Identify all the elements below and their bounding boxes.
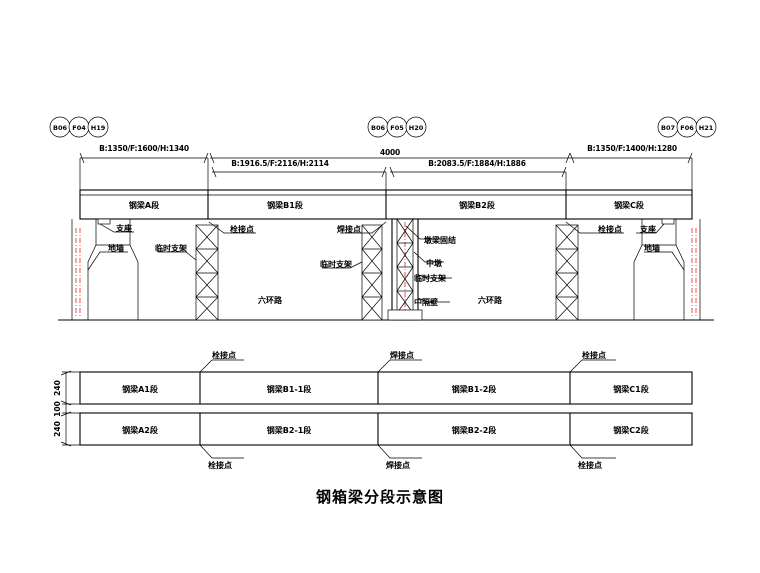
annotation-road-right-label: 六环路 bbox=[478, 295, 503, 305]
annotation-bolt-joint-right-label: 栓接点 bbox=[598, 224, 622, 234]
balloon-center-1: B06 bbox=[371, 124, 385, 132]
dimension-right-mid-span: B:2083.5/F:1884/H:1886 bbox=[389, 159, 567, 190]
annotation-temp-support-left: 临时支架 bbox=[155, 243, 197, 261]
plan-row-2: 钢梁A2段 钢梁B2-1段 钢梁B2-2段 钢梁C2段 bbox=[79, 412, 693, 446]
annotation-temp-support-mid-label: 临时支架 bbox=[320, 259, 352, 269]
annotation-road-left-label: 六环路 bbox=[258, 295, 283, 305]
plan-top-annotation-weld-mid: 焊接点 bbox=[377, 350, 422, 373]
balloon-group-right: B07 F06 H21 bbox=[657, 116, 717, 138]
balloon-right-1: B07 bbox=[661, 124, 675, 132]
annotation-center-diaphragm-label: 中隔壁 bbox=[414, 297, 438, 307]
balloon-center-3: H20 bbox=[409, 124, 424, 132]
annotation-center-diaphragm: 中隔壁 bbox=[414, 297, 450, 307]
drawing-title: 钢箱梁分段示意图 bbox=[316, 488, 444, 506]
annotation-bearing-left-label: 支座 bbox=[115, 223, 132, 233]
temp-support-tower-left bbox=[195, 224, 219, 321]
annotation-wall-right-label: 地墙 bbox=[644, 243, 660, 253]
dimension-right-span-label: B:1350/F:1400/H:1280 bbox=[587, 144, 677, 153]
dimension-center-span-label: 4000 bbox=[380, 148, 400, 157]
balloon-center-2: F05 bbox=[390, 124, 404, 132]
plan-row2-label-b2-2: 钢梁B2-2段 bbox=[452, 425, 497, 435]
plan-bottom-annotation-bolt-left: 栓接点 bbox=[199, 444, 244, 470]
plan-bottom-weld-mid-label: 焊接点 bbox=[386, 460, 410, 470]
left-abutment bbox=[71, 219, 139, 320]
elevation-segment-label-a: 钢梁A段 bbox=[129, 200, 159, 210]
plan-bottom-bolt-left-label: 栓接点 bbox=[208, 460, 232, 470]
annotation-center-pier-label: 中墩 bbox=[426, 258, 443, 268]
annotation-weld-joint-label: 焊接点 bbox=[337, 224, 361, 234]
plan-row1-label-b1-1: 钢梁B1-1段 bbox=[267, 384, 312, 394]
plan-top-annotation-bolt-left: 栓接点 bbox=[199, 350, 244, 373]
right-abutment bbox=[633, 219, 701, 320]
plan-bottom-annotation-weld-mid: 焊接点 bbox=[377, 444, 422, 470]
elevation-girder: 钢梁A段 钢梁B1段 钢梁B2段 钢梁C段 bbox=[79, 189, 693, 220]
annotation-bearing-left: 支座 bbox=[99, 223, 134, 233]
plan-top-bolt-right-label: 栓接点 bbox=[582, 350, 606, 360]
plan-row2-label-c2: 钢梁C2段 bbox=[613, 425, 648, 435]
elevation-segment-label-c: 钢梁C段 bbox=[614, 200, 644, 210]
plan-row1-label-b1-2: 钢梁B1-2段 bbox=[452, 384, 497, 394]
bearing-marks bbox=[97, 218, 675, 225]
dimension-right-span: B:1350/F:1400/H:1280 bbox=[569, 144, 693, 190]
balloon-left-2: F04 bbox=[72, 124, 86, 132]
annotation-bolt-joint-left-label: 栓接点 bbox=[230, 224, 254, 234]
annotation-bearing-right: 支座 bbox=[636, 223, 665, 234]
elevation-segment-label-b2: 钢梁B2段 bbox=[459, 200, 495, 210]
dimension-left-mid-span: B:1916.5/F:2116/H:2114 bbox=[211, 159, 387, 190]
plan-top-bolt-left-label: 栓接点 bbox=[212, 350, 236, 360]
annotation-temp-support-left-label: 临时支架 bbox=[155, 243, 187, 253]
temp-support-tower-right bbox=[555, 224, 579, 321]
plan-row1-label-a1: 钢梁A1段 bbox=[122, 384, 158, 394]
balloon-right-2: F06 bbox=[680, 124, 694, 132]
elevation-segment-label-b1: 钢梁B1段 bbox=[267, 200, 303, 210]
plan-vertical-dimensions: 240 100 240 bbox=[53, 370, 80, 447]
plan-top-annotation-bolt-right: 栓接点 bbox=[569, 350, 616, 373]
dimension-right-mid-span-label: B:2083.5/F:1884/H:1886 bbox=[428, 159, 525, 168]
balloon-left-1: B06 bbox=[53, 124, 67, 132]
dimension-left-span-label: B:1350/F:1600/H:1340 bbox=[99, 144, 189, 153]
center-pier bbox=[387, 218, 423, 321]
annotation-center-pier: 中墩 bbox=[413, 251, 444, 268]
plan-bottom-annotation-bolt-right: 栓接点 bbox=[569, 444, 616, 470]
dimension-left-span: B:1350/F:1600/H:1340 bbox=[79, 144, 209, 190]
plan-vdim-row2: 240 bbox=[53, 421, 62, 437]
annotation-bearing-right-label: 支座 bbox=[639, 224, 656, 234]
dimension-center-span: 4000 bbox=[209, 148, 571, 164]
annotation-temp-support-center-label: 临时支架 bbox=[414, 273, 446, 283]
plan-row2-label-a2: 钢梁A2段 bbox=[122, 425, 158, 435]
balloon-group-left: B06 F04 H19 bbox=[49, 116, 109, 138]
balloon-group-center: B06 F05 H20 bbox=[367, 116, 427, 138]
plan-row2-label-b2-1: 钢梁B2-1段 bbox=[267, 425, 312, 435]
plan-vdim-gap: 100 bbox=[53, 401, 62, 417]
plan-row-1: 钢梁A1段 钢梁B1-1段 钢梁B1-2段 钢梁C1段 bbox=[79, 371, 693, 405]
balloon-right-3: H21 bbox=[699, 124, 714, 132]
dimension-left-mid-span-label: B:1916.5/F:2116/H:2114 bbox=[231, 159, 328, 168]
annotation-wall-left-label: 地墙 bbox=[108, 243, 124, 253]
annotation-pier-beam-fixed: 墩梁固结 bbox=[405, 225, 456, 245]
annotation-temp-support-mid: 临时支架 bbox=[320, 259, 363, 269]
plan-bottom-bolt-right-label: 栓接点 bbox=[578, 460, 602, 470]
annotation-wall-left: 地墙 bbox=[87, 243, 128, 271]
annotation-bolt-joint-left: 栓接点 bbox=[208, 221, 256, 234]
temp-support-tower-center-left bbox=[361, 224, 383, 321]
balloon-left-3: H19 bbox=[91, 124, 106, 132]
annotation-wall-right: 地墙 bbox=[644, 243, 685, 271]
plan-vdim-row1: 240 bbox=[53, 380, 62, 396]
annotation-weld-joint: 焊接点 bbox=[337, 221, 387, 234]
annotation-bolt-joint-right: 栓接点 bbox=[565, 221, 624, 234]
plan-top-weld-mid-label: 焊接点 bbox=[390, 350, 414, 360]
annotation-pier-beam-fixed-label: 墩梁固结 bbox=[424, 235, 456, 245]
plan-row1-label-c1: 钢梁C1段 bbox=[613, 384, 648, 394]
annotation-temp-support-center: 临时支架 bbox=[414, 273, 452, 283]
